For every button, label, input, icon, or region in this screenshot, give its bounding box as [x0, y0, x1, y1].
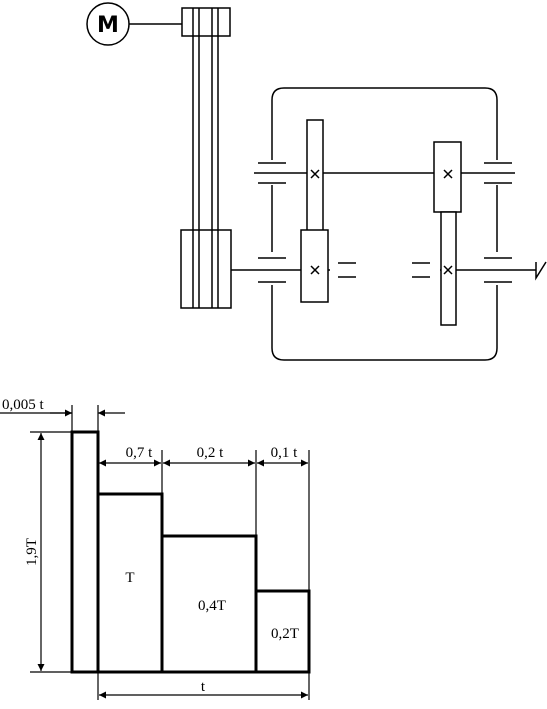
gear-fixing-marks	[310, 169, 453, 275]
dimension-total-duration: t	[99, 679, 308, 699]
step-label-0-2t: 0,2T	[271, 626, 299, 642]
dim-label-peak-torque: 1,9T	[24, 538, 40, 566]
gear-stage2-pinion	[433, 141, 462, 213]
extension-lines	[30, 405, 310, 700]
dim-label-stage3-duration: 0,1 t	[271, 445, 299, 461]
dimension-stage2-duration: 0,2 t	[163, 445, 255, 467]
bearings	[258, 162, 512, 283]
belt-drive	[180, 7, 232, 309]
gear-stage1-pinion	[300, 229, 329, 303]
gearbox-housing-bottom	[271, 285, 498, 361]
dimension-peak-duration: 0,005 t	[0, 397, 125, 417]
step-label-t: T	[125, 570, 134, 586]
load-diagram: T 0,4T 0,2T 0,005 t 0,7 t 0,2 t	[0, 397, 311, 700]
drive-pulley	[181, 7, 231, 37]
dim-label-total-duration: t	[201, 679, 206, 695]
dim-label-peak-duration: 0,005 t	[2, 397, 45, 413]
step-label-0-4t: 0,4T	[198, 598, 226, 614]
output-shaft-coupling-mark	[535, 261, 547, 281]
dimension-peak-torque: 1,9T	[24, 433, 45, 671]
kinematic-scheme: M	[86, 2, 547, 361]
gear-stage1-driven	[306, 119, 324, 233]
motor-label: M	[97, 13, 119, 38]
step-peak	[70, 430, 100, 674]
electric-motor: M	[86, 2, 182, 46]
gearbox-housing-top	[271, 87, 498, 160]
driven-pulley	[180, 229, 232, 309]
dim-label-stage2-duration: 0,2 t	[197, 445, 225, 461]
dim-label-stage1-duration: 0,7 t	[126, 445, 154, 461]
dimension-stage1-duration: 0,7 t	[99, 445, 161, 467]
dimension-stage3-duration: 0,1 t	[257, 445, 308, 467]
